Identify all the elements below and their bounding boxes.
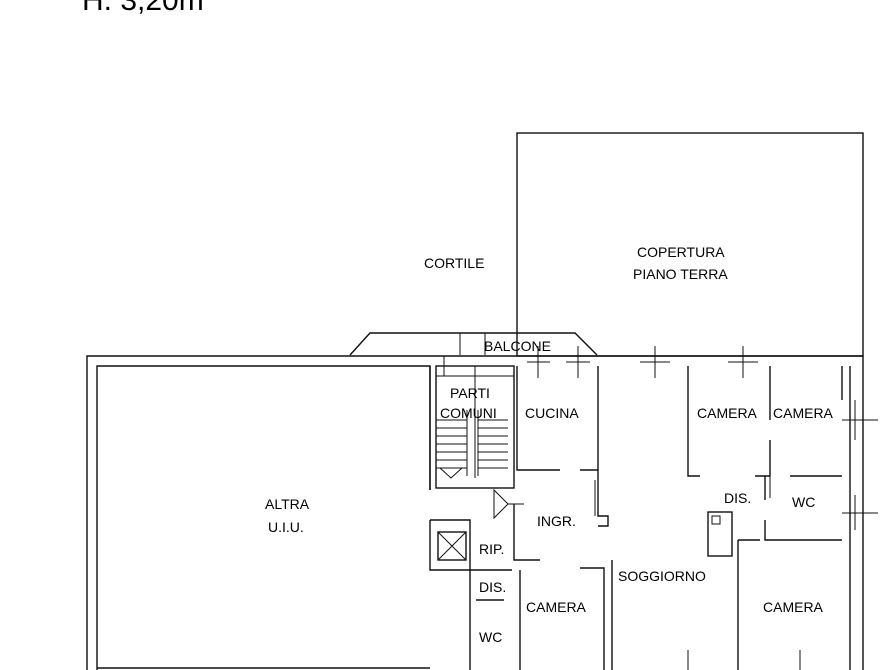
entrance-arrow [493, 488, 509, 520]
stairs-left [436, 410, 468, 479]
room-label-parti: PARTI [450, 385, 490, 401]
room-label-wc: WC [792, 494, 815, 510]
cucina-walls [516, 366, 560, 471]
balcone-outline [349, 332, 598, 356]
room-label-uiu: U.I.U. [268, 519, 304, 535]
room-label-dis: DIS. [724, 490, 751, 506]
window-marks [443, 346, 878, 530]
room-label-cortile: CORTILE [424, 255, 484, 271]
room-label-camera: CAMERA [697, 405, 758, 421]
room-label-camera: CAMERA [763, 599, 824, 615]
room-label-cucina: CUCINA [525, 405, 579, 421]
room-label-ingresso: INGR. [537, 513, 576, 529]
room-label-altra: ALTRA [265, 496, 310, 512]
room-label-camera: CAMERA [526, 599, 587, 615]
wc-walls-right [764, 520, 842, 541]
room-label-soggiorno: SOGGIORNO [618, 568, 706, 584]
room-label-dis: DIS. [479, 579, 506, 595]
room-label-comuni: COMUNI [440, 405, 497, 421]
elevator-box [437, 531, 467, 561]
room-label-piano-terra: PIANO TERRA [633, 266, 728, 282]
building-inner-wall [96, 365, 431, 670]
stairs-right [477, 410, 508, 476]
room-label-wc: WC [479, 629, 502, 645]
room-label-balcone: BALCONE [484, 338, 551, 354]
floor-height-label: H. 3,20m [82, 0, 204, 17]
room-label-camera: CAMERA [773, 405, 834, 421]
room-label-ripostiglio: RIP. [479, 541, 504, 557]
room-label-copertura: COPERTURA [637, 244, 725, 260]
